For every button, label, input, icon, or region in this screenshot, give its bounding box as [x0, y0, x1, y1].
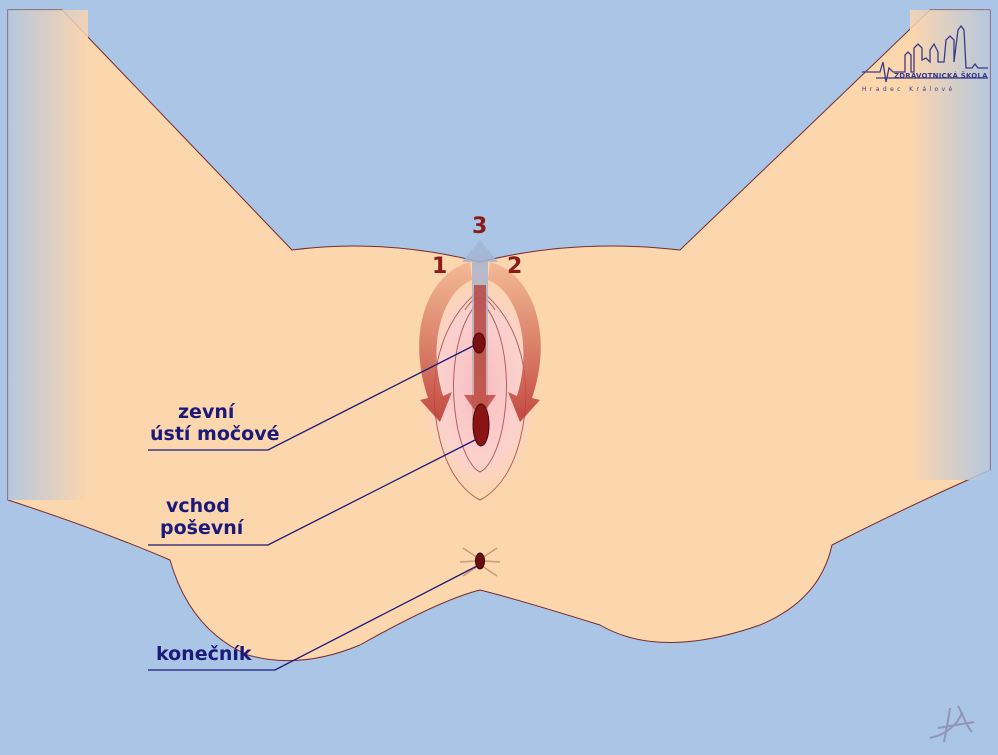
- logo-school-name: ZDRAVOTNICKÁ ŠKOLA: [894, 72, 988, 80]
- arrow-number-2: 2: [507, 254, 522, 279]
- left-fade: [8, 10, 88, 500]
- label-anus: konečník: [156, 644, 252, 665]
- label-vagina-line2: poševní: [160, 518, 243, 539]
- arrow-number-1: 1: [432, 254, 447, 279]
- urethral-opening: [473, 333, 485, 353]
- right-fade: [910, 10, 990, 480]
- logo-city-name: Hradec Králové: [862, 86, 956, 93]
- vaginal-opening: [473, 404, 489, 446]
- arrow-number-3: 3: [472, 214, 487, 239]
- label-urethra-line1: zevní: [178, 402, 234, 423]
- label-urethra-line2: ústí močové: [150, 424, 279, 445]
- label-vagina-line1: vchod: [166, 496, 230, 517]
